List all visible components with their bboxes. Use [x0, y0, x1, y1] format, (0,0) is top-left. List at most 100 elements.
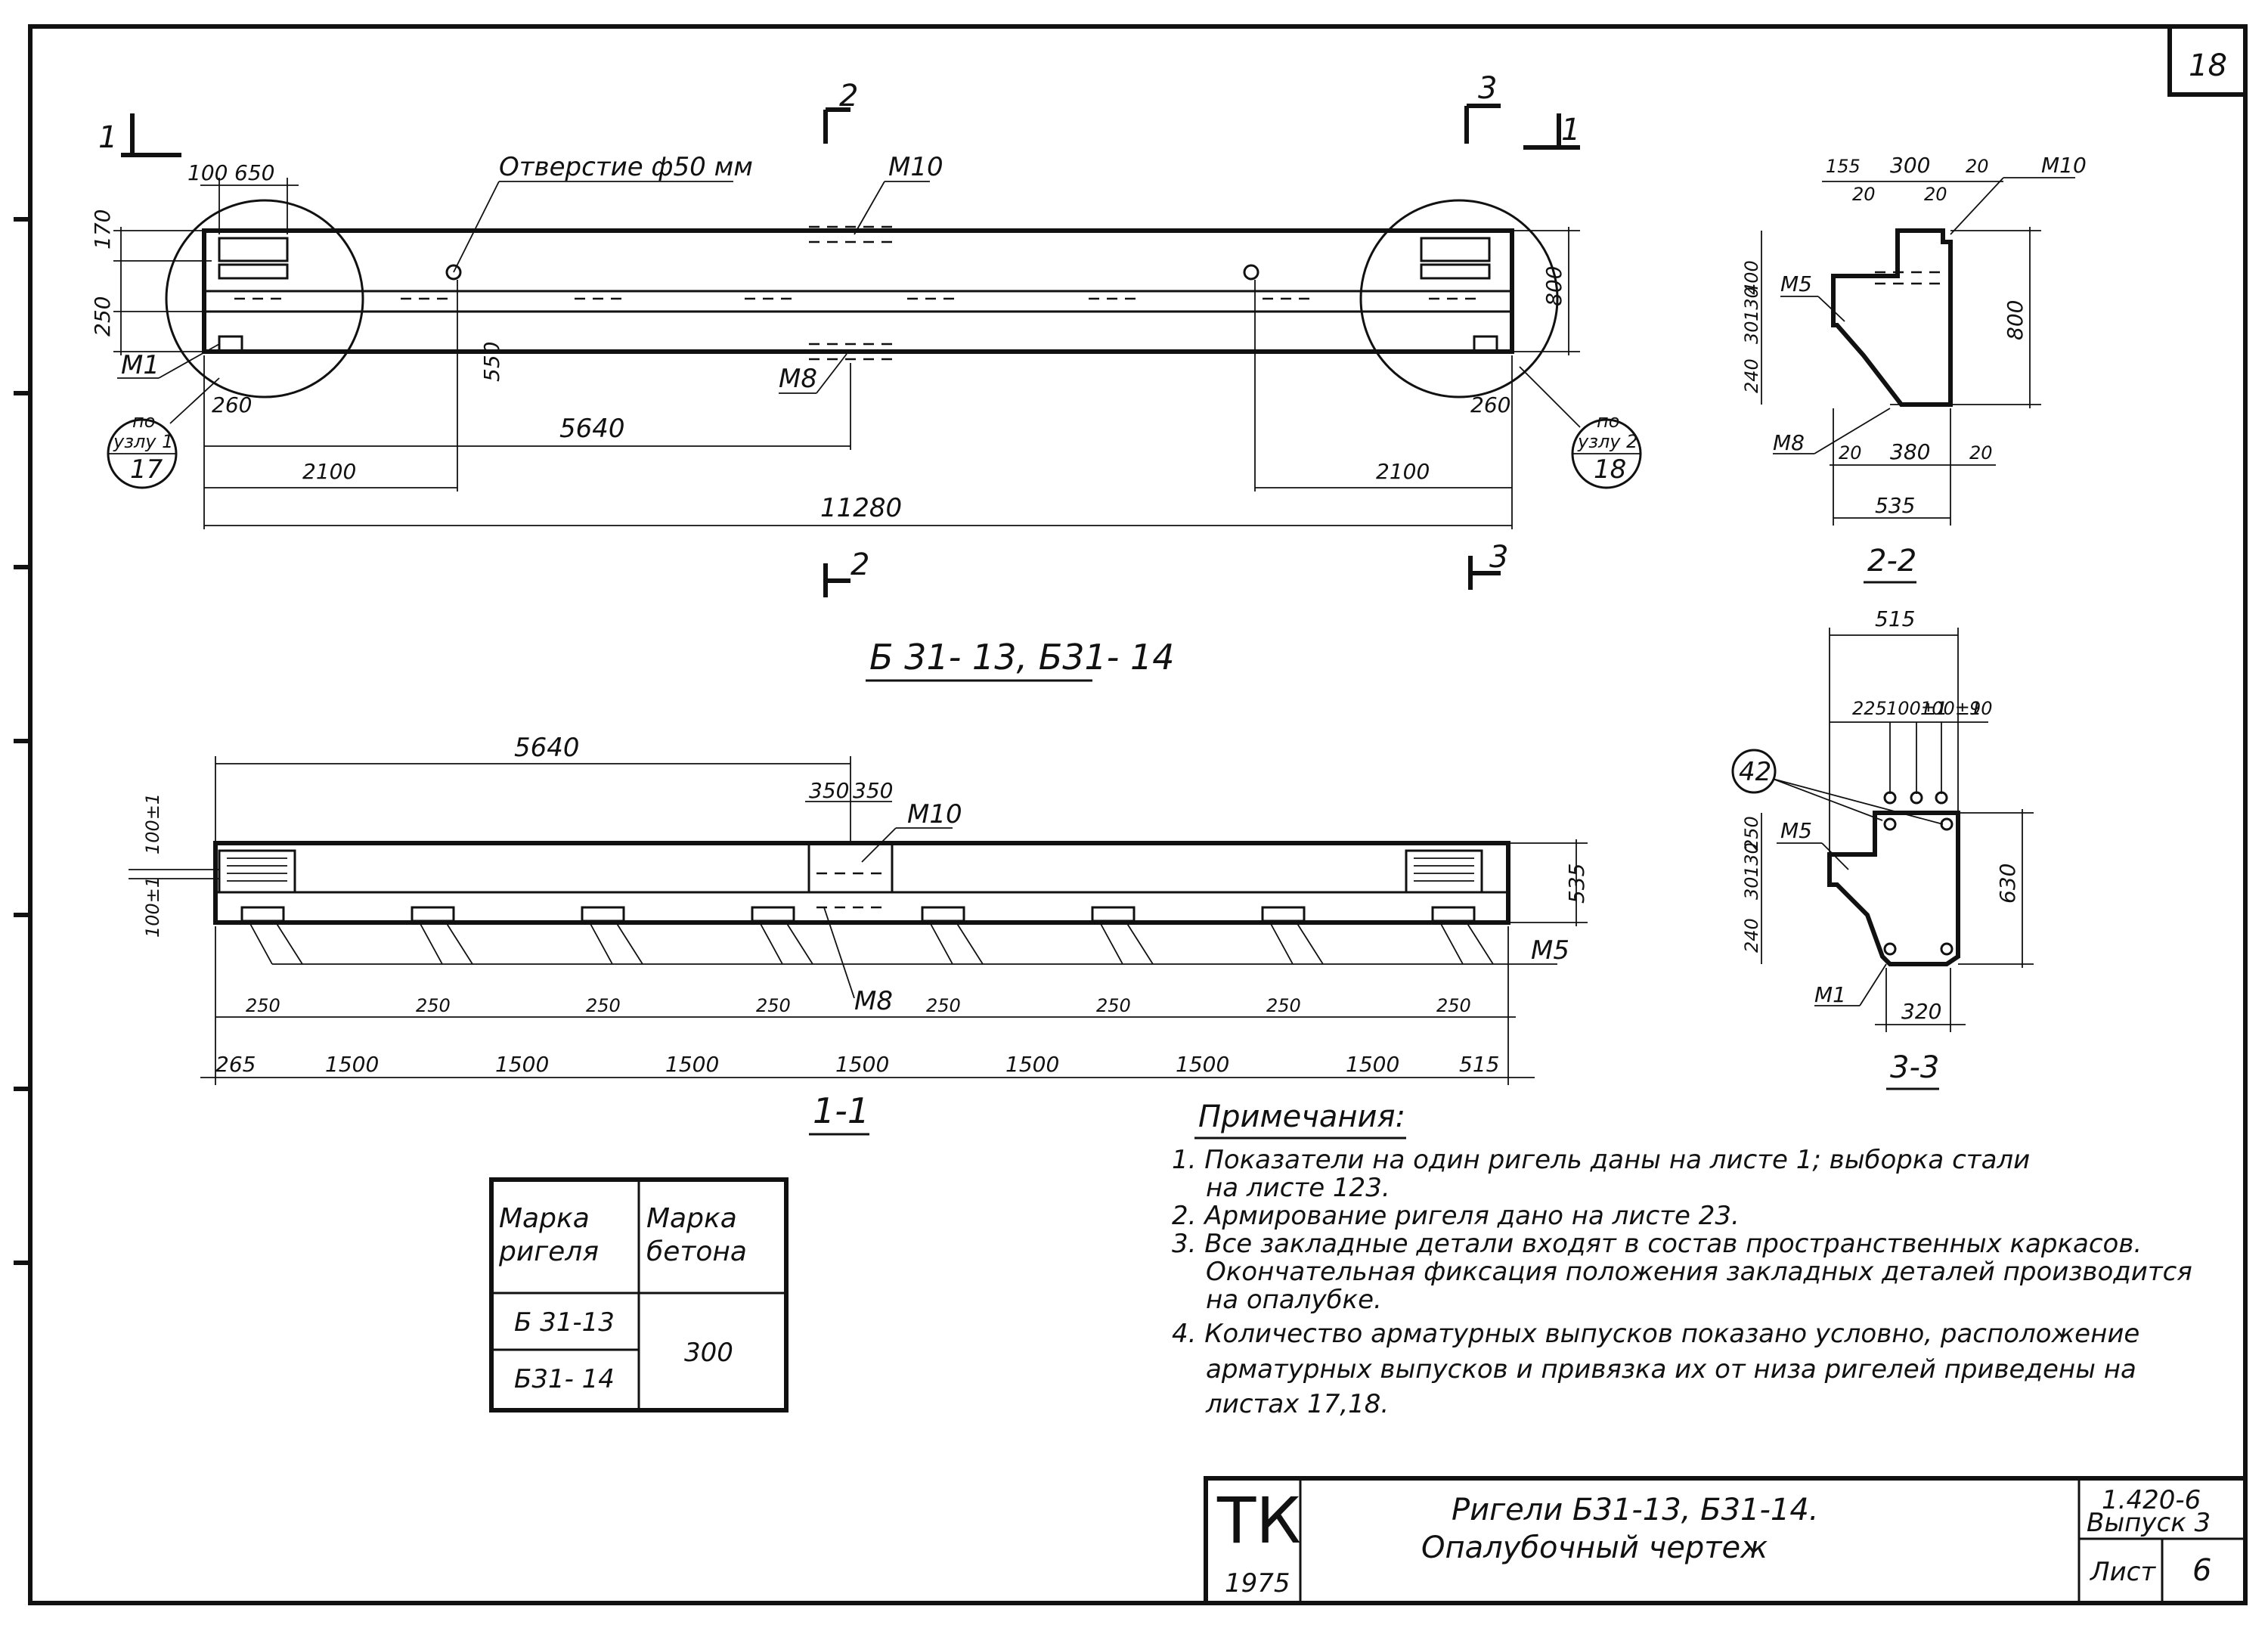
elev-dim-250: 250	[246, 995, 280, 1016]
node-ref-2: по узлу 2 18	[1519, 366, 1642, 489]
s33-dim-30: 30	[1741, 876, 1762, 900]
section-mark-1-right: 1	[1561, 113, 1580, 147]
title-sheet-label: Лист	[2089, 1557, 2156, 1587]
section-2-2: М10 М5 М8 155 300 20 20 20 400 30 130 24…	[1741, 153, 2087, 584]
table-concrete-value: 300	[684, 1338, 733, 1368]
dim-650: 650	[234, 160, 274, 185]
notes: Примечания: 1. Показатели на один ригель…	[1172, 1099, 2192, 1419]
s33-dim-630: 630	[1995, 864, 2020, 904]
elev-dim-250: 250	[1266, 995, 1301, 1016]
note-line: 1. Показатели на один ригель даны на лис…	[1172, 1145, 2030, 1175]
section-2-2-caption: 2-2	[1867, 544, 1916, 578]
table-row-1: Б 31-13	[514, 1307, 615, 1338]
note-line: Окончательная фиксация положения закладн…	[1206, 1257, 2192, 1287]
section-mark-2-bottom: 2	[850, 547, 869, 582]
elev-dim-1500: 1500	[1005, 1052, 1059, 1077]
s33-dim-100a: 100±1	[1886, 698, 1947, 719]
elev-dim-1500: 1500	[835, 1052, 889, 1077]
dim-2100-right: 2100	[1376, 459, 1430, 484]
title-line1: Ригели Б31-13, Б31-14.	[1452, 1493, 1819, 1527]
elevation-1-1: М5 5640 350 350 М10 М8 100±1 100±1 535 2…	[129, 733, 1589, 1136]
s22-dim-20: 20	[1924, 184, 1947, 205]
note-line: на листе 123.	[1206, 1173, 1390, 1203]
section-3-3-outline	[1827, 811, 1960, 966]
s22-dim-20: 20	[1852, 184, 1876, 205]
s22-dim-300: 300	[1890, 153, 1930, 178]
section-mark-1-left: 1	[98, 120, 117, 155]
section-3-3-caption: 3-3	[1890, 1050, 1939, 1085]
s33-dim-90: 90	[1969, 698, 1993, 719]
s33-m1: М1	[1814, 982, 1846, 1007]
svg-text:по: по	[132, 411, 155, 432]
title-series: 1.420-6	[2102, 1485, 2201, 1515]
s33-dim-225: 225	[1852, 698, 1887, 719]
s22-dim-380: 380	[1890, 439, 1930, 464]
s22-dim-30: 30	[1741, 321, 1762, 344]
callout-42: 42	[1739, 757, 1771, 787]
node-1-circle	[165, 199, 364, 398]
elev-dim-1500: 1500	[665, 1052, 719, 1077]
elev-dim-250: 250	[416, 995, 451, 1016]
table-header-rigel: Марка ригеля	[499, 1203, 599, 1267]
table-row-2: Б31- 14	[514, 1364, 615, 1394]
svg-text:узлу 1: узлу 1	[113, 431, 173, 452]
elev-m5-label: М5	[1531, 935, 1569, 966]
rebar-icon	[1883, 942, 1897, 956]
bottom-plates	[240, 906, 1476, 923]
elev-dim-250: 250	[756, 995, 791, 1016]
hole-icon	[445, 264, 462, 281]
plan-m1-label: М1	[121, 350, 160, 380]
node-ref-1: по узлу 1 17	[107, 377, 220, 489]
dim-2100-left: 2100	[302, 459, 356, 484]
s22-dim-535: 535	[1875, 493, 1915, 518]
rebar-icon	[1940, 817, 1954, 831]
page-number-box: 18	[2167, 24, 2248, 97]
title-sheet-no: 6	[2192, 1553, 2211, 1588]
title-line2: Опалубочный чертеж	[1421, 1530, 1768, 1565]
elev-dim-515: 515	[1459, 1052, 1499, 1077]
section-3-3: 42 515 225 100±1 100±1 90 М5 250 130 30 …	[1731, 606, 2034, 1090]
elev-dim-1500: 1500	[495, 1052, 549, 1077]
dim-260-left: 260	[212, 392, 252, 417]
elev-dim-250: 250	[1436, 995, 1471, 1016]
title-org: ТК	[1216, 1484, 1301, 1558]
s33-m5: М5	[1780, 818, 1812, 843]
m5-leaders	[249, 922, 1557, 965]
hole-icon	[1243, 264, 1259, 281]
s22-dim-20: 20	[1969, 442, 1993, 464]
hole-label: Отверстие ф50 мм	[499, 152, 753, 182]
dim-11280: 11280	[820, 493, 902, 523]
outlet-icon	[1910, 791, 1923, 805]
note-line: 3. Все закладные детали входят в состав …	[1172, 1229, 2142, 1259]
dim-550: 550	[479, 342, 504, 382]
note-line: на опалубке.	[1206, 1285, 1382, 1315]
concrete-grade-table: Марка ригеля Марка бетона Б 31-13 Б31- 1…	[489, 1177, 789, 1412]
s22-m5: М5	[1780, 271, 1812, 296]
s22-dim-400: 400	[1741, 260, 1762, 295]
elev-dim-250: 250	[1096, 995, 1131, 1016]
elev-dim-265: 265	[215, 1052, 256, 1077]
s22-m10: М10	[2041, 153, 2087, 178]
dim-250: 250	[90, 296, 115, 336]
note-line: листах 17,18.	[1205, 1389, 1389, 1419]
s33-dim-250: 250	[1741, 816, 1762, 851]
outlet-icon	[1883, 791, 1897, 805]
s33-dim-320: 320	[1901, 999, 1941, 1024]
plan-caption: Б 31- 13, Б31- 14	[869, 637, 1175, 678]
s33-dim-100b: 100±1	[1920, 698, 1981, 719]
elev-dim-100b: 100±1	[142, 793, 163, 854]
s33-dim-130: 130	[1741, 842, 1762, 877]
rebar-icon	[1940, 942, 1954, 956]
elev-dim-100a: 100±1	[142, 876, 163, 938]
callout-42-circle	[1731, 749, 1777, 794]
elev-dim-1500: 1500	[1176, 1052, 1229, 1077]
s33-dim-240: 240	[1741, 918, 1762, 953]
sheet-border	[28, 24, 2248, 1605]
elev-dim-5640: 5640	[514, 733, 580, 763]
notes-heading: Примечания:	[1198, 1099, 1405, 1134]
svg-text:17: 17	[130, 454, 163, 485]
elevation-caption: 1-1	[813, 1090, 869, 1131]
elev-m8-label: М8	[854, 986, 893, 1016]
elev-dim-250: 250	[586, 995, 621, 1016]
